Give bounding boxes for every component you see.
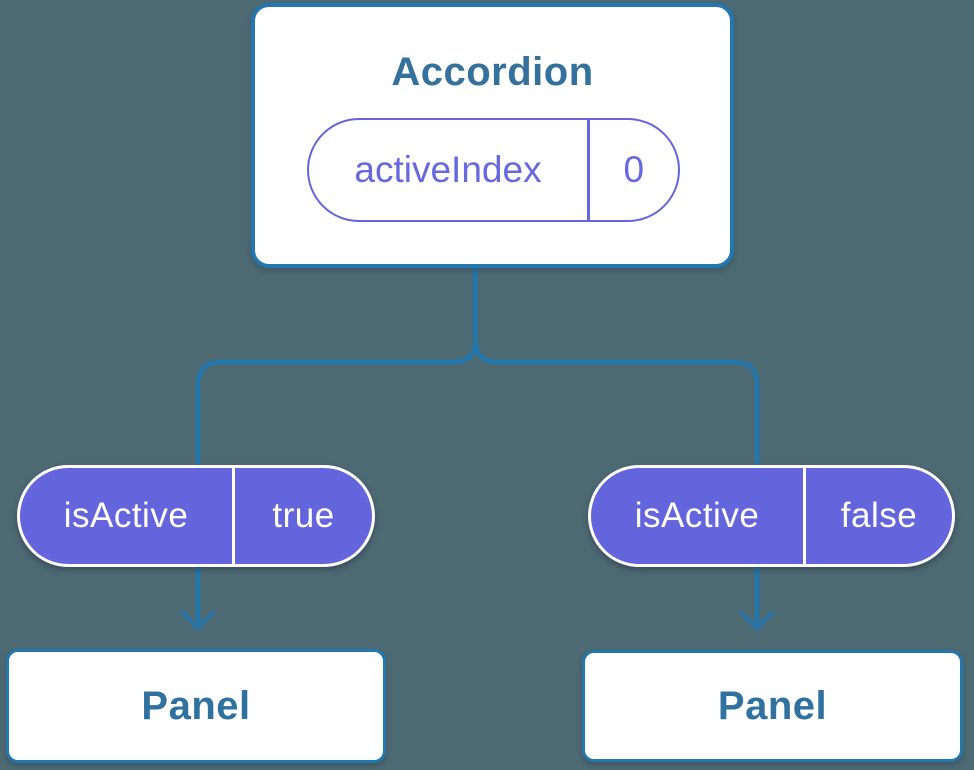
arrow-down-icon bbox=[180, 610, 216, 631]
prop-name: isActive bbox=[634, 496, 760, 535]
prop-pill-is-active-false: isActive false bbox=[588, 465, 955, 567]
state-name: activeIndex bbox=[354, 149, 542, 190]
arrow-down-icon bbox=[739, 610, 775, 631]
prop-value: true bbox=[272, 496, 335, 535]
panel-component-card: Panel bbox=[582, 650, 963, 762]
pill-divider bbox=[232, 468, 235, 564]
state-pill: activeIndex 0 bbox=[307, 118, 680, 222]
pill-divider bbox=[587, 120, 590, 220]
pill-divider bbox=[803, 468, 806, 564]
component-title: Accordion bbox=[391, 50, 594, 94]
prop-value: false bbox=[840, 496, 918, 535]
component-title: Panel bbox=[141, 683, 251, 728]
branch-line-left bbox=[195, 266, 478, 627]
prop-name: isActive bbox=[63, 496, 189, 535]
prop-pill-is-active-true: isActive true bbox=[17, 465, 375, 567]
branch-line-right bbox=[473, 266, 760, 627]
component-title: Panel bbox=[717, 683, 828, 728]
state-value: 0 bbox=[623, 149, 645, 190]
panel-component-card: Panel bbox=[6, 649, 386, 763]
